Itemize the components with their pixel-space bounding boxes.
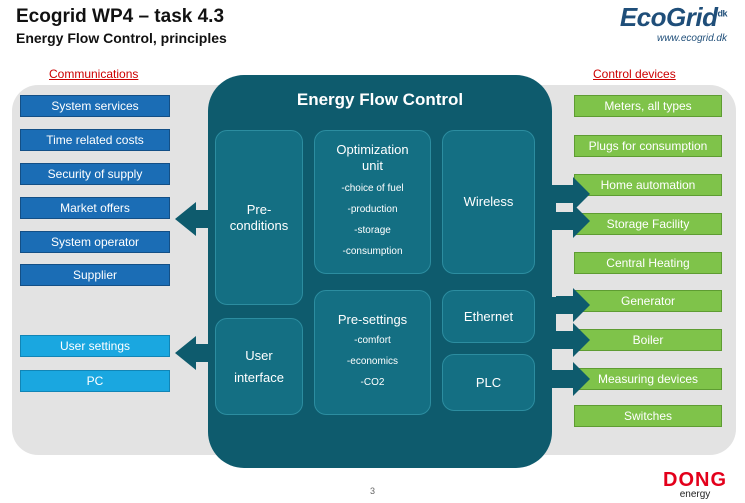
page-number: 3 [369, 486, 375, 496]
dong-logo-text: DONG [663, 469, 727, 491]
device-plugs: Plugs for consumption [574, 135, 722, 157]
presettings-item: -comfort [354, 335, 391, 346]
comm-system-operator: System operator [20, 231, 170, 253]
preconditions-line-1: Pre- [246, 201, 272, 217]
pc-box: PC [20, 370, 170, 392]
arrow-left-icon [175, 202, 212, 236]
device-boiler: Boiler [574, 329, 722, 351]
comm-supplier: Supplier [20, 264, 170, 286]
arrow-right-icon [548, 362, 590, 396]
plc-label: PLC [475, 374, 502, 390]
ethernet-box: Ethernet [442, 290, 535, 343]
preconditions-line-2: conditions [229, 217, 289, 233]
optimization-title-1: Optimization [336, 142, 409, 157]
device-measuring: Measuring devices [574, 368, 722, 390]
comm-market-offers: Market offers [20, 197, 170, 219]
user-settings-box: User settings [20, 335, 170, 357]
device-storage-facility: Storage Facility [574, 213, 722, 235]
page-title: Ecogrid WP4 – task 4.3 [16, 6, 225, 27]
page-subtitle: Energy Flow Control, principles [16, 30, 227, 46]
arrow-right-icon [548, 288, 590, 322]
arrow-right-icon [548, 307, 590, 357]
control-devices-label: Control devices [593, 67, 676, 81]
optimization-item: -production [347, 204, 398, 215]
ecogrid-url: www.ecogrid.dk [656, 33, 727, 44]
arrow-right-icon [548, 190, 590, 238]
ecogrid-logo-text: EcoGrid [619, 2, 718, 32]
presettings-item: -CO2 [360, 377, 385, 388]
ecogrid-logo-sup: dk [717, 8, 727, 19]
preconditions-box: Pre- conditions [215, 130, 303, 305]
presettings-title: Pre-settings [337, 312, 408, 327]
energy-flow-control-title: Energy Flow Control [296, 90, 464, 109]
optimization-item: -consumption [342, 246, 403, 257]
wireless-label: Wireless [463, 194, 514, 209]
presettings-box: Pre-settings -comfort -economics -CO2 [314, 290, 431, 415]
optimization-unit-box: Optimization unit -choice of fuel -produ… [314, 130, 431, 274]
dong-logo-sub: energy [679, 489, 711, 500]
dong-energy-logo: DONG energy [663, 470, 727, 500]
arrow-left-icon [175, 336, 212, 370]
user-interface-box: User interface [215, 318, 303, 415]
wireless-box: Wireless [442, 130, 535, 274]
plc-box: PLC [442, 354, 535, 411]
optimization-title-2: unit [362, 158, 383, 173]
comm-system-services: System services [20, 95, 170, 117]
device-switches: Switches [574, 405, 722, 427]
communications-label: Communications [49, 67, 139, 81]
ethernet-label: Ethernet [463, 308, 514, 324]
comm-security-of-supply: Security of supply [20, 163, 170, 185]
device-meters: Meters, all types [574, 95, 722, 117]
user-interface-line-1: User [245, 347, 273, 363]
arrow-right-icon [548, 177, 590, 211]
presettings-item: -economics [346, 356, 399, 367]
user-interface-line-2: interface [234, 369, 284, 385]
device-home-automation: Home automation [574, 174, 722, 196]
device-central-heating: Central Heating [574, 252, 722, 274]
optimization-item: -choice of fuel [341, 183, 404, 194]
optimization-item: -storage [354, 225, 391, 236]
comm-time-related-costs: Time related costs [20, 129, 170, 151]
ecogrid-logo: EcoGriddk [619, 2, 728, 33]
